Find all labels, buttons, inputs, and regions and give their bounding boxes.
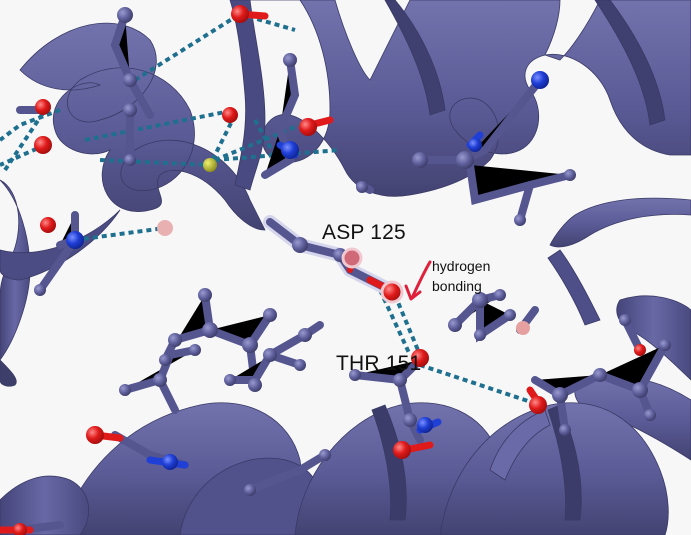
residue-label-asp125: ASP 125 xyxy=(322,221,406,244)
atoms xyxy=(13,5,671,535)
residue-label-thr151: THR 151 xyxy=(336,352,422,375)
hydrogen-bonding-annotation: hydrogen bonding xyxy=(432,256,490,296)
annotation-line-1: hydrogen xyxy=(432,258,491,274)
hydrogen-bonds xyxy=(0,12,541,407)
hand-drawn-arrow-icon xyxy=(404,260,432,301)
annotation-line-2: bonding xyxy=(432,278,482,294)
